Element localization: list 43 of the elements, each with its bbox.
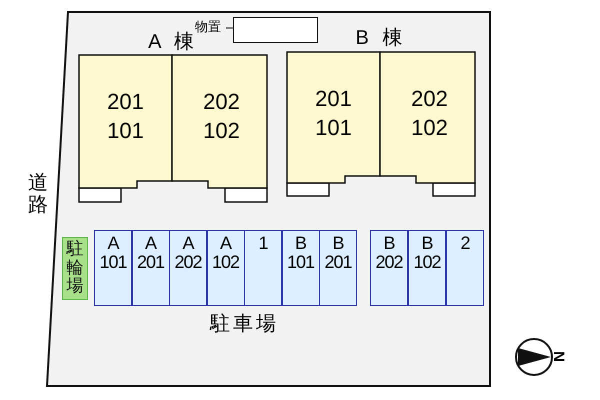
parking-space-label: B — [382, 234, 396, 253]
parking-space — [319, 230, 357, 306]
unit-number: 201 — [314, 85, 353, 113]
parking-lot-label: 駐車場 — [210, 312, 279, 337]
parking-space — [244, 230, 282, 306]
parking-space-label: A — [181, 234, 195, 253]
unit-number: 201 — [106, 88, 145, 116]
parking-space — [446, 230, 484, 306]
parking-space-label: 102 — [210, 253, 240, 272]
parking-space — [94, 230, 132, 306]
parking-space — [169, 230, 207, 306]
parking-space-label: 102 — [412, 253, 442, 272]
parking-space-label: B — [420, 234, 434, 253]
unit-number: 102 — [202, 117, 241, 145]
parking-space — [132, 230, 170, 306]
unit-number: 102 — [410, 114, 449, 142]
storage-box — [233, 17, 318, 43]
parking-space — [206, 230, 244, 306]
unit-number: 202 — [202, 88, 241, 116]
unit-number: 101 — [106, 117, 145, 145]
parking-space-label: 202 — [173, 253, 203, 272]
parking-space-label: B — [331, 234, 344, 253]
parking-space-label: B — [294, 234, 307, 253]
parking-space-label: 2 — [459, 234, 471, 253]
parking-space-label: 201 — [323, 253, 353, 272]
bicycle-parking-area — [62, 237, 88, 300]
parking-space — [408, 230, 446, 306]
parking-space — [282, 230, 320, 306]
parking-space-label: 101 — [286, 253, 316, 272]
parking-space-label: A — [144, 234, 158, 253]
building-name: B 棟 — [354, 26, 408, 50]
parking-space-label: 201 — [136, 253, 166, 272]
parking-space-label: 202 — [374, 253, 404, 272]
unit-number: 202 — [410, 85, 449, 113]
north-label: N — [550, 351, 567, 362]
parking-space — [370, 230, 408, 306]
parking-space-label: 1 — [257, 234, 269, 253]
parking-space-label: A — [106, 234, 120, 253]
road-label: 道路 — [28, 172, 48, 216]
parking-space-label: A — [218, 234, 232, 253]
bicycle-parking-label: 駐輪場 — [66, 238, 84, 296]
parking-space-label: 101 — [98, 253, 128, 272]
unit-number: 101 — [314, 114, 353, 142]
